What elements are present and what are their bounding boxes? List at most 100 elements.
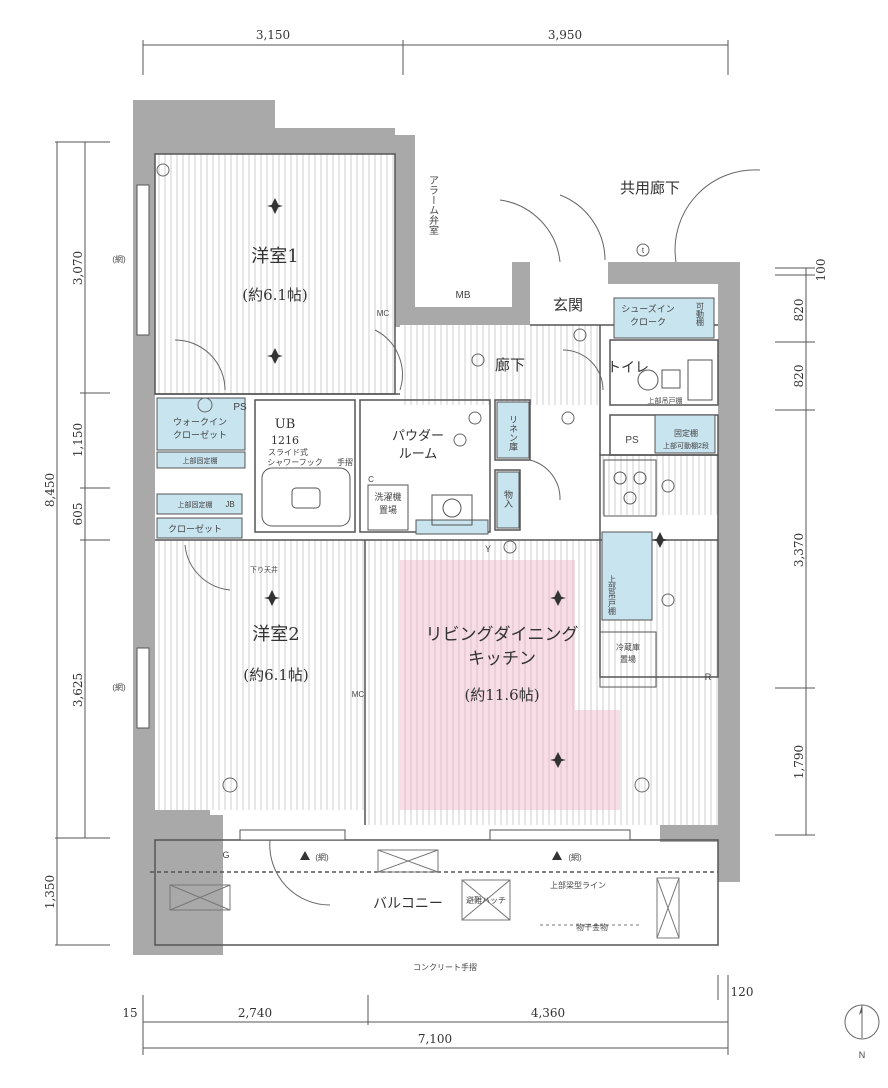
hallway-label: 廊下 bbox=[495, 356, 525, 374]
windows bbox=[136, 184, 631, 841]
dim-left-total: 8,450 bbox=[43, 473, 57, 507]
dim-bottom-3: 4,360 bbox=[531, 1006, 565, 1020]
dim-bottom-total: 7,100 bbox=[418, 1032, 452, 1046]
fridge-line1: 冷蔵庫 bbox=[616, 642, 640, 652]
ldk-name-line1: リビングダイニング bbox=[426, 625, 579, 645]
ceiling-light-icon bbox=[550, 590, 566, 606]
toilet-bowl bbox=[637, 369, 659, 391]
window-arrow-icon bbox=[300, 851, 310, 860]
kitchen-fixtures bbox=[261, 359, 713, 688]
ldk-highlight-bottom bbox=[400, 710, 620, 810]
linen-label: リネン庫 bbox=[508, 415, 518, 452]
ldk-highlight-top bbox=[400, 560, 575, 710]
dim-left-3: 605 bbox=[71, 503, 85, 526]
movable-shelf-label: 可動棚 bbox=[696, 302, 705, 327]
dim-right-3: 820 bbox=[792, 365, 806, 388]
ldk-size: (約11.6帖) bbox=[464, 686, 539, 704]
mc-top-label: MC bbox=[377, 309, 390, 318]
wic-line2: クローゼット bbox=[173, 429, 227, 440]
ldk-name-line2: キッチン bbox=[468, 649, 536, 669]
ps-right-label: PS bbox=[625, 435, 639, 446]
drop-ceiling-label: 下り天井 bbox=[250, 565, 278, 574]
shoes-line1: シューズイン bbox=[621, 303, 675, 314]
ceiling-light-icon bbox=[264, 590, 280, 606]
balcony-label: バルコニー bbox=[373, 896, 443, 912]
dim-bottom-1: 15 bbox=[122, 1006, 137, 1020]
upper-beam-label: 上部梁型ライン bbox=[550, 880, 606, 890]
toilet-label: トイレ bbox=[607, 360, 649, 376]
downlights bbox=[156, 163, 675, 793]
mc-bottom-label: MC bbox=[352, 690, 365, 699]
fridge-line2: 置場 bbox=[620, 654, 636, 664]
upper-cabinet-kitchen-label: 上部吊戸棚 bbox=[608, 575, 617, 616]
t-label: t bbox=[642, 246, 645, 255]
c-label: C bbox=[368, 475, 374, 484]
net-left-top-label: (網) bbox=[112, 254, 126, 264]
entrance-label: 玄関 bbox=[553, 296, 583, 314]
drying-rack-label: 物干金物 bbox=[576, 922, 608, 932]
floors bbox=[155, 154, 718, 825]
fixed-shelf-line2: 上部可動棚2段 bbox=[663, 441, 709, 450]
dim-left-1: 3,070 bbox=[71, 251, 85, 285]
dim-bottom-2: 2,740 bbox=[238, 1006, 272, 1020]
bedroom2-size: (約6.1帖) bbox=[243, 666, 309, 684]
ceiling-light-icon bbox=[652, 532, 668, 548]
ceiling-lights bbox=[264, 198, 668, 768]
dim-right-1: 100 bbox=[814, 259, 828, 282]
r-label: R bbox=[705, 672, 712, 682]
ceiling-light-icon bbox=[267, 348, 283, 364]
doors bbox=[174, 169, 761, 906]
dim-left-5: 1,350 bbox=[43, 875, 57, 909]
slide-hook-line2: シャワーフック bbox=[267, 458, 323, 467]
dim-right-4: 3,370 bbox=[792, 533, 806, 567]
fixed-shelf-line1: 固定棚 bbox=[674, 428, 698, 438]
dim-left-2: 1,150 bbox=[71, 423, 85, 457]
upper-cabinet-top-label: 上部吊戸棚 bbox=[648, 396, 683, 405]
powder-line1: パウダー bbox=[392, 429, 444, 444]
bedroom2-name: 洋室2 bbox=[252, 624, 299, 645]
slide-hook-line1: スライド式 bbox=[268, 447, 308, 457]
bath-line2: 1216 bbox=[271, 434, 299, 447]
g-label: G bbox=[222, 850, 229, 860]
wic-line1: ウォークイン bbox=[173, 417, 227, 427]
mb-label: MB bbox=[456, 290, 471, 301]
window-arrow-icon bbox=[552, 851, 562, 860]
dim-top-2: 3,950 bbox=[548, 28, 582, 42]
y-label: Y bbox=[485, 544, 491, 554]
stove-burner-3 bbox=[623, 491, 637, 505]
bedroom1-name: 洋室1 bbox=[251, 246, 298, 267]
handrail-label: 手摺 bbox=[337, 457, 353, 467]
north-label: N bbox=[859, 1050, 866, 1060]
north-compass-icon bbox=[844, 1004, 880, 1040]
dim-top-1: 3,150 bbox=[256, 28, 290, 42]
stove-burner-1 bbox=[613, 471, 627, 485]
net-left-bottom-label: (網) bbox=[112, 682, 126, 692]
powder-line2: ルーム bbox=[399, 447, 438, 462]
shoes-line2: クローク bbox=[630, 317, 666, 327]
ceiling-light-icon bbox=[550, 752, 566, 768]
upper-shelf-jb-label: 上部固定棚 bbox=[178, 500, 213, 509]
closet-label: クローゼット bbox=[168, 523, 222, 534]
bath-line1: UB bbox=[275, 417, 296, 432]
washer-line1: 洗濯機 bbox=[374, 491, 401, 502]
balcony-details bbox=[169, 849, 680, 939]
net-balcony-left-label: (網) bbox=[315, 852, 329, 862]
ceiling-light-icon bbox=[267, 198, 283, 214]
dim-bottom-4: 120 bbox=[731, 985, 754, 999]
net-balcony-right-label: (網) bbox=[568, 852, 582, 862]
dim-right-5: 1,790 bbox=[792, 745, 806, 779]
ps-left-label: PS bbox=[233, 402, 247, 413]
upper-shelf-label: 上部固定棚 bbox=[183, 456, 218, 465]
storage-blocks bbox=[156, 297, 716, 621]
bedroom1-size: (約6.1帖) bbox=[242, 286, 308, 304]
concrete-rail-label: コンクリート手摺 bbox=[413, 962, 477, 972]
dim-left-4: 3,625 bbox=[71, 673, 85, 707]
alarm-valve-label: アラーム弁室 bbox=[427, 175, 439, 235]
refuge-hatch-label: 避難ハッチ bbox=[466, 895, 506, 905]
dim-right-2: 820 bbox=[792, 299, 806, 322]
washer-line2: 置場 bbox=[379, 504, 397, 515]
stove-burner-2 bbox=[633, 471, 647, 485]
storage-label: 物入 bbox=[503, 489, 513, 508]
shared-corridor-label: 共用廊下 bbox=[620, 179, 680, 197]
jb-label: JB bbox=[225, 500, 234, 509]
